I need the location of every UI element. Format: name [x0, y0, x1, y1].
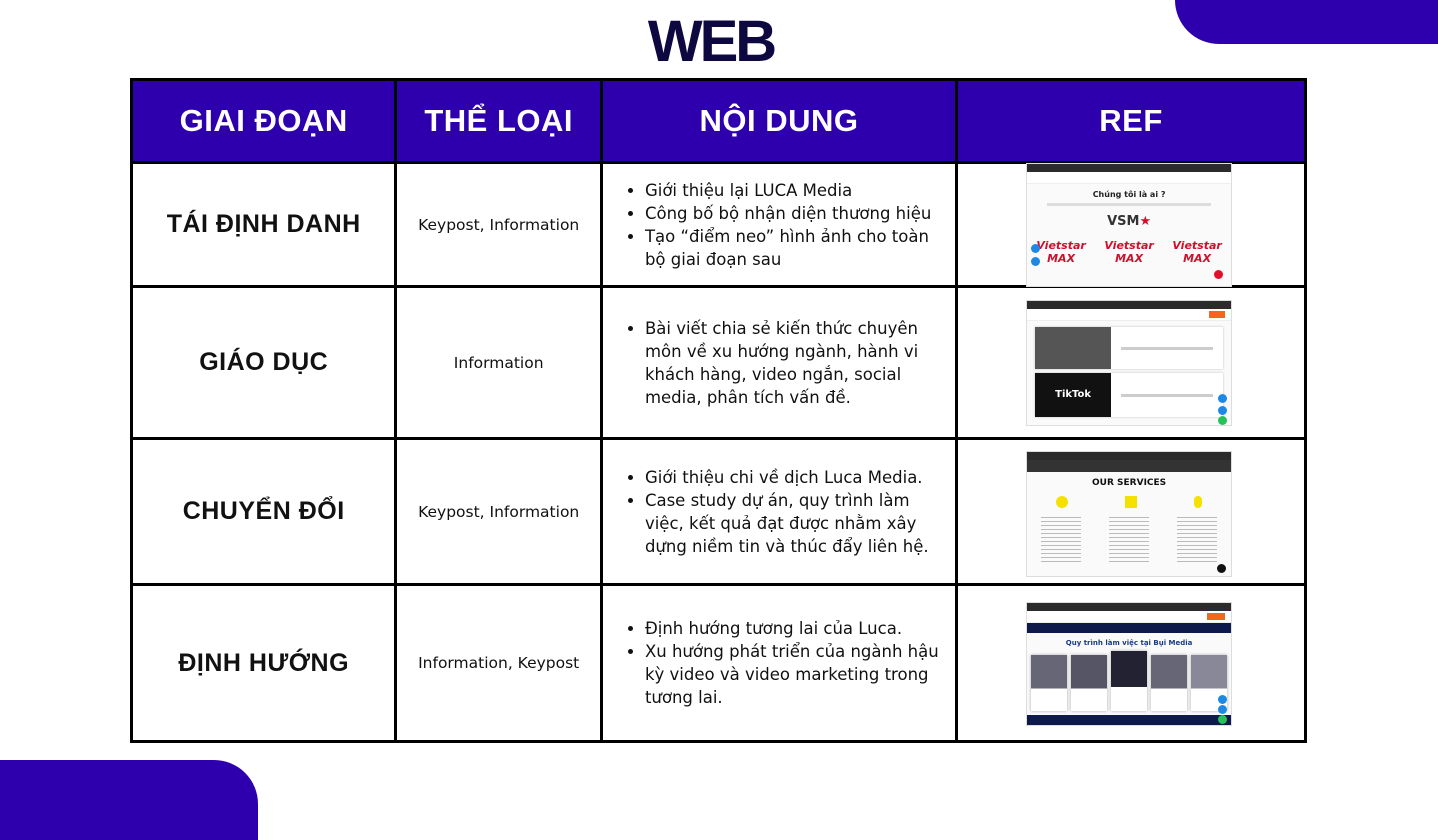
- content-item: Tạo “điểm neo” hình ảnh cho toàn bộ giai…: [645, 225, 945, 271]
- ref-brand-logo: Vietstar MAX: [1172, 239, 1222, 265]
- content-item: Case study dự án, quy trình làm việc, kế…: [645, 489, 945, 558]
- ref-screenshot-blog: TikTok: [1026, 300, 1233, 426]
- stage-cell: TÁI ĐỊNH DANH: [129, 161, 398, 288]
- table-row: ĐỊNH HƯỚNG Information, Keypost Định hướ…: [129, 583, 1307, 743]
- stage-cell: CHUYỂN ĐỔI: [129, 437, 398, 586]
- content-cell: Định hướng tương lai của Luca. Xu hướng …: [599, 583, 959, 743]
- page-title: WEB: [647, 9, 777, 74]
- type-cell: Information, Keypost: [394, 583, 603, 743]
- ref-cell: OUR SERVICES: [955, 437, 1307, 586]
- ref-heading: Chúng tôi là ai ?: [1092, 190, 1166, 199]
- corner-decoration-top-right: [1175, 0, 1438, 44]
- web-content-plan-table: GIAI ĐOẠN THỂ LOẠI NỘI DUNG REF TÁI ĐỊNH…: [129, 78, 1307, 743]
- content-cell: Bài viết chia sẻ kiến thức chuyên môn về…: [599, 285, 959, 440]
- ref-screenshot-services: OUR SERVICES: [1026, 451, 1233, 577]
- chat-icon: [1217, 564, 1227, 573]
- content-item: Xu hướng phát triển của ngành hậu kỳ vid…: [645, 640, 945, 709]
- stage-cell: ĐỊNH HƯỚNG: [129, 583, 398, 743]
- ref-heading: OUR SERVICES: [1092, 478, 1167, 488]
- content-cell: Giới thiệu chi về dịch Luca Media. Case …: [599, 437, 959, 586]
- ref-logo: VSM★: [1107, 214, 1152, 229]
- content-item: Giới thiệu lại LUCA Media: [645, 179, 945, 202]
- content-cell: Giới thiệu lại LUCA Media Công bố bộ nhậ…: [599, 161, 959, 288]
- message-icon: [1214, 270, 1224, 279]
- table-row: GIÁO DỤC Information Bài viết chia sẻ ki…: [129, 285, 1307, 440]
- chat-icon: [1031, 244, 1041, 253]
- content-item: Bài viết chia sẻ kiến thức chuyên môn về…: [645, 317, 945, 409]
- ref-cell: TikTok: [955, 285, 1307, 440]
- content-item: Công bố bộ nhận diện thương hiệu: [645, 202, 945, 225]
- ref-brand-logo: Vietstar MAX: [1104, 239, 1154, 265]
- ref-cell: Quy trình làm việc tại Bụi Media: [955, 583, 1307, 743]
- corner-decoration-bottom-left: [0, 760, 258, 840]
- tiktok-thumbnail: TikTok: [1035, 373, 1112, 417]
- header-content: NỘI DUNG: [599, 78, 959, 164]
- table-row: TÁI ĐỊNH DANH Keypost, Information Giới …: [129, 161, 1307, 288]
- header-ref: REF: [955, 78, 1307, 164]
- phone-icon: [1218, 416, 1228, 425]
- header-stage: GIAI ĐOẠN: [129, 78, 398, 164]
- type-cell: Keypost, Information: [394, 161, 603, 288]
- stage-cell: GIÁO DỤC: [129, 285, 398, 440]
- type-cell: Information: [394, 285, 603, 440]
- phone-icon: [1218, 715, 1228, 724]
- ref-cell: Chúng tôi là ai ? VSM★ Vietstar MAX Viet…: [955, 161, 1307, 288]
- table-row: CHUYỂN ĐỔI Keypost, Information Giới thi…: [129, 437, 1307, 586]
- header-type: THỂ LOẠI: [394, 78, 603, 164]
- ref-heading: Quy trình làm việc tại Bụi Media: [1065, 639, 1193, 647]
- table-header-row: GIAI ĐOẠN THỂ LOẠI NỘI DUNG REF: [129, 78, 1307, 164]
- type-cell: Keypost, Information: [394, 437, 603, 586]
- content-item: Định hướng tương lai của Luca.: [645, 617, 945, 640]
- phone-icon: [1031, 257, 1041, 266]
- ref-screenshot-workflow: Quy trình làm việc tại Bụi Media: [1026, 602, 1233, 726]
- ref-brand-logo: Vietstar MAX: [1036, 239, 1086, 265]
- ref-screenshot-vietstar: Chúng tôi là ai ? VSM★ Vietstar MAX Viet…: [1026, 163, 1233, 287]
- content-item: Giới thiệu chi về dịch Luca Media.: [645, 466, 945, 489]
